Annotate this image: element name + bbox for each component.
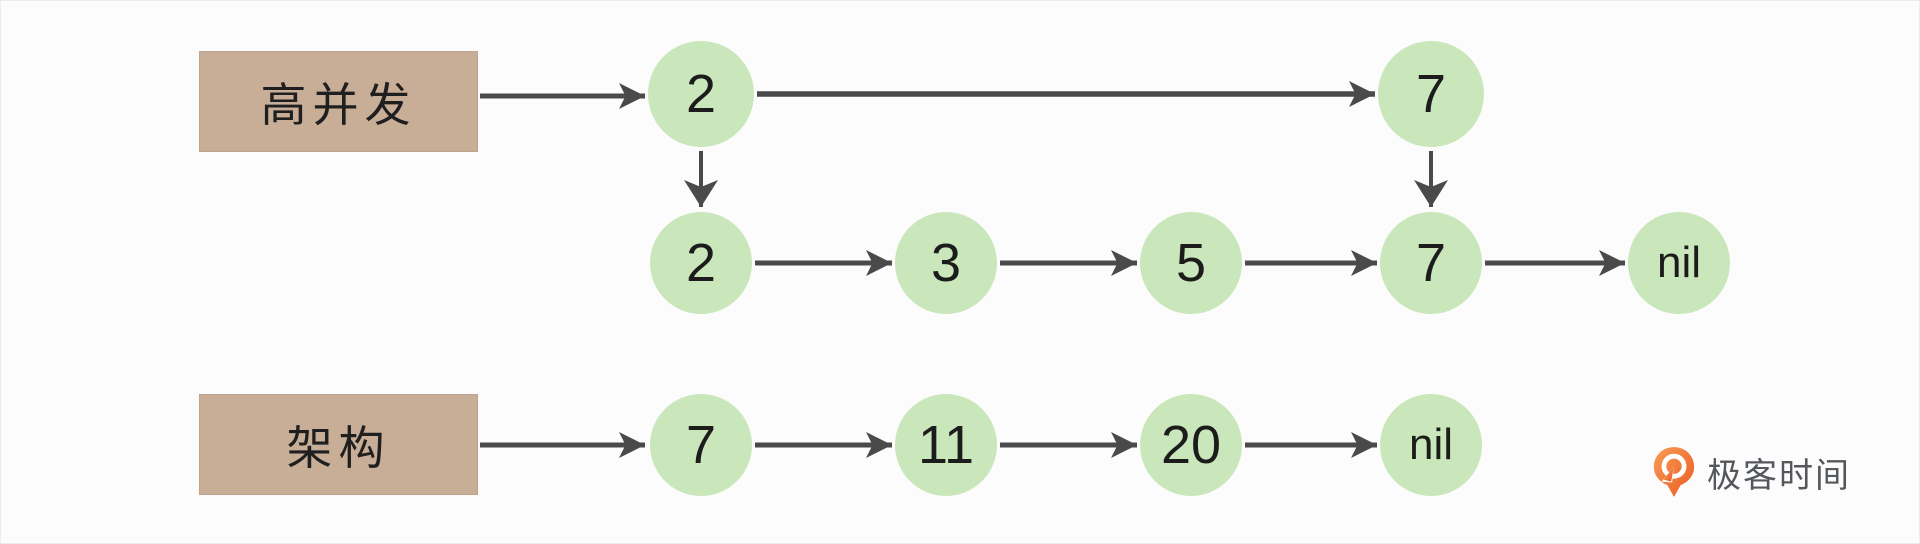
node-base-7: 7: [1380, 212, 1482, 314]
list-head-label: 架构: [286, 421, 391, 474]
list-head-box-architecture: 架构: [199, 394, 478, 495]
node-list2-7: 7: [650, 394, 752, 496]
list-head-label: 高并发: [260, 78, 417, 131]
geektime-pin-icon: [1653, 447, 1695, 497]
node-base-5: 5: [1140, 212, 1242, 314]
node-express-7: 7: [1378, 41, 1484, 147]
node-base-2: 2: [650, 212, 752, 314]
list-head-box-high-concurrency: 高并发: [199, 51, 478, 152]
geektime-logo-text: 极客时间: [1707, 456, 1851, 495]
node-list2-nil: nil: [1380, 394, 1482, 496]
geektime-logo: 极客时间: [1651, 445, 1851, 499]
node-list2-11: 11: [895, 394, 997, 496]
node-base-nil: nil: [1628, 212, 1730, 314]
node-base-3: 3: [895, 212, 997, 314]
node-express-2: 2: [648, 41, 754, 147]
node-list2-20: 20: [1140, 394, 1242, 496]
